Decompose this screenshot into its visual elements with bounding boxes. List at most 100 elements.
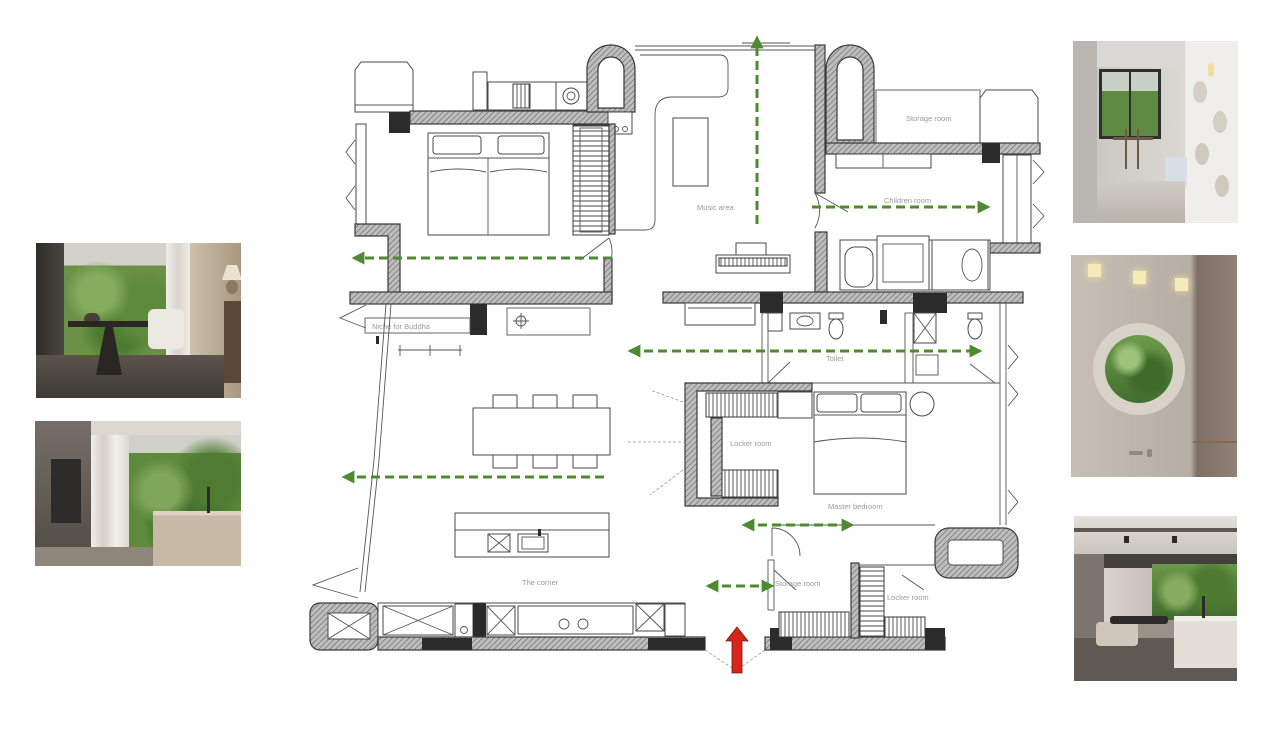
window-swing bbox=[1032, 159, 1045, 229]
photo-round-window bbox=[1071, 255, 1237, 477]
facade-glass-line bbox=[359, 303, 387, 593]
structural-column bbox=[925, 628, 945, 650]
photo-oval-opening bbox=[1195, 143, 1209, 165]
pillow bbox=[432, 135, 482, 155]
photo-oval-opening bbox=[1193, 81, 1207, 103]
bed-quilt-fold bbox=[429, 168, 548, 173]
kitchen-run bbox=[309, 602, 766, 671]
shower-mixer bbox=[880, 310, 887, 324]
photo-tv-panel bbox=[51, 459, 81, 523]
wall bbox=[825, 142, 1041, 155]
cabinet bbox=[454, 603, 474, 639]
ac-unit bbox=[354, 61, 414, 113]
wall bbox=[814, 44, 826, 194]
structural-column bbox=[760, 292, 783, 313]
label-music-area: Music area bbox=[697, 203, 735, 212]
photo-faucet bbox=[207, 487, 210, 513]
window-swing bbox=[1007, 344, 1019, 515]
photo-faucet bbox=[1147, 449, 1152, 457]
pillow bbox=[497, 135, 545, 155]
structural-column bbox=[422, 638, 472, 650]
washer-drum-inner bbox=[566, 91, 576, 101]
photo-oval-opening bbox=[1215, 175, 1229, 197]
top-facade bbox=[635, 42, 815, 51]
arched-column bbox=[586, 44, 636, 113]
faucet bbox=[538, 529, 541, 536]
basin-bowl bbox=[796, 315, 814, 327]
label-locker-room-master: Locker room bbox=[730, 439, 772, 448]
photo-window-view bbox=[1105, 335, 1173, 403]
washer-drum bbox=[562, 87, 580, 105]
shower-tray-x bbox=[913, 312, 937, 344]
pillow bbox=[816, 393, 858, 413]
label-niche-for-buddha: Niche for Buddha bbox=[372, 322, 431, 331]
post bbox=[376, 336, 379, 344]
photo-chair bbox=[1125, 129, 1139, 169]
entry-arrow bbox=[725, 626, 749, 674]
photo-bed bbox=[1165, 157, 1187, 187]
photo-cabinet bbox=[224, 301, 241, 383]
sink bbox=[517, 533, 549, 553]
photo-wall-lamp bbox=[1208, 63, 1214, 77]
photo-dining-window bbox=[36, 243, 241, 398]
photo-spotlight bbox=[1124, 536, 1129, 543]
photo-counter bbox=[1174, 616, 1237, 668]
cabinet-x bbox=[327, 612, 371, 640]
partition-wall bbox=[761, 312, 769, 384]
window-frame bbox=[355, 123, 367, 227]
counter-outline bbox=[612, 54, 729, 231]
living-dining: Niche for Buddha The corner bbox=[311, 303, 611, 599]
master-suite: Locker room Master bedroom bbox=[628, 303, 1019, 579]
cabinet-x bbox=[635, 603, 665, 632]
door-swing bbox=[649, 389, 684, 496]
photo-kitchen-window bbox=[35, 421, 241, 566]
music-area: Music area bbox=[612, 44, 826, 274]
label-storage-room-bottom: Storage room bbox=[775, 579, 820, 588]
console bbox=[506, 307, 591, 336]
closet bbox=[705, 392, 779, 418]
photo-lamp-base bbox=[226, 280, 238, 294]
facade-glass-line bbox=[364, 303, 392, 593]
bunk-bed-end bbox=[844, 246, 874, 288]
chair bbox=[492, 454, 518, 469]
bunk-bed-mattress bbox=[882, 243, 924, 283]
photo-ceiling bbox=[1074, 516, 1237, 554]
cabinet bbox=[835, 153, 932, 169]
photo-desk bbox=[1113, 137, 1153, 140]
pillow bbox=[860, 393, 902, 413]
photo-window-view bbox=[1152, 564, 1237, 620]
photo-kitchen-island bbox=[153, 511, 241, 566]
hob-burner bbox=[577, 618, 589, 630]
curtain-track bbox=[398, 345, 462, 356]
sink-drain bbox=[460, 626, 468, 634]
bunk-bed-section bbox=[876, 235, 930, 291]
toilet-bowl bbox=[828, 318, 844, 340]
music-table bbox=[672, 117, 709, 187]
photo-faucet bbox=[1129, 451, 1143, 455]
door-swing bbox=[771, 527, 801, 557]
wall bbox=[409, 110, 628, 125]
cabinet bbox=[915, 354, 939, 376]
wardrobe bbox=[777, 391, 813, 419]
cabinet-x bbox=[382, 605, 454, 636]
fridge-x bbox=[486, 605, 516, 636]
piano-keys bbox=[718, 257, 788, 267]
arched-column bbox=[825, 44, 875, 146]
hob-counter bbox=[517, 605, 634, 635]
photo-ceiling-beam bbox=[1074, 528, 1237, 532]
toilet-tank bbox=[828, 312, 844, 320]
basin bbox=[789, 312, 821, 330]
toilet-tank bbox=[967, 312, 983, 320]
photo-lamp-shade bbox=[222, 265, 241, 280]
photo-light-square bbox=[1133, 271, 1146, 284]
wall bbox=[684, 382, 813, 507]
vanity bbox=[684, 302, 756, 326]
hob-burner bbox=[558, 618, 570, 630]
niche-outline bbox=[364, 317, 471, 334]
wall bbox=[814, 231, 828, 293]
photo-light-square bbox=[1175, 278, 1188, 291]
chair bbox=[492, 394, 518, 409]
cooktop-x bbox=[487, 533, 511, 553]
door-swing bbox=[311, 567, 359, 599]
bunk-bed-opening bbox=[961, 248, 983, 282]
